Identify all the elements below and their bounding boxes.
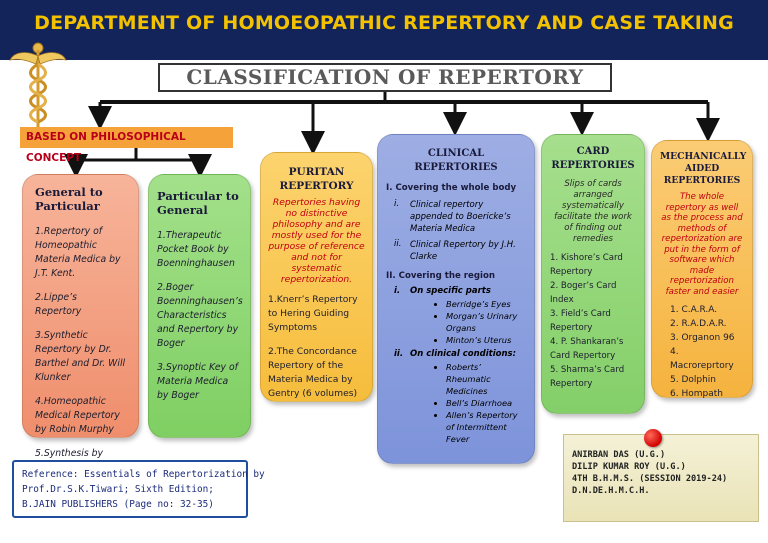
reference-line: Prof.Dr.S.K.Tiwari; Sixth Edition; xyxy=(22,484,214,495)
list-item: 1.Knerr’s Repertory to Hering Guiding Sy… xyxy=(268,294,358,333)
list-item: 1. Kishore’s Card Repertory xyxy=(550,253,623,277)
mechanical-description: The whole repertory as well as the proce… xyxy=(661,192,743,297)
list-item: Minton’s Uterus xyxy=(446,334,526,346)
list-item: 3. Field’s Card Repertory xyxy=(550,309,611,333)
clinical-title: CLINICAL REPERTORIES xyxy=(414,148,498,173)
list-item: 4. Macroreprtory xyxy=(670,347,734,371)
pushpin-icon xyxy=(644,429,662,447)
mechanically-aided-box: MECHANICALLY AIDED REPERTORIES The whole… xyxy=(651,140,753,399)
list-item: 2.Boger Boenninghausen’s Characteristics… xyxy=(157,282,243,349)
list-item: 5. Sharma’s Card Repertory xyxy=(550,365,625,389)
list-item: 1.Repertory of Homeopathic Materia Medic… xyxy=(35,226,121,279)
list-item: 3.Synoptic Key of Materia Medica by Boge… xyxy=(157,362,238,401)
philosophical-concept-label: BASED ON PHILOSOPHICAL CONCEPT xyxy=(20,127,233,164)
puritan-title: PURITAN REPERTORY xyxy=(279,166,354,192)
particular-to-general-box: Particular to General 1.Therapeutic Pock… xyxy=(148,174,251,438)
puritan-repertory-box: PURITAN REPERTORY Repertories having no … xyxy=(260,152,373,402)
clinical-section-heading: II. Covering the region xyxy=(386,271,495,281)
list-item: 3.Synthetic Repertory by Dr. Barthel and… xyxy=(35,330,126,383)
author-line: DILIP KUMAR ROY (U.G.) xyxy=(572,462,686,472)
clinical-section-heading: I. Covering the whole body xyxy=(386,183,517,193)
authors-note: ANIRBAN DAS (U.G.) DILIP KUMAR ROY (U.G.… xyxy=(563,434,759,522)
item-number: i. xyxy=(394,286,401,296)
clinical-repertories-box: CLINICAL REPERTORIES I. Covering the who… xyxy=(377,134,535,464)
general-to-particular-title: General to Particular xyxy=(35,185,103,213)
author-line: ANIRBAN DAS (U.G.) xyxy=(572,450,666,460)
sub-heading: i. On specific parts xyxy=(386,286,526,296)
list-item: 5. Dolphin xyxy=(670,375,717,385)
item-text: Clinical Repertory by J.H. Clarke xyxy=(410,240,516,262)
list-item: Morgan’s Urinary Organs xyxy=(446,310,526,334)
list-item: 2. R.A.D.A.R. xyxy=(670,319,727,329)
puritan-description: Repertories having no distinctive philos… xyxy=(268,197,365,285)
list-item: 6. Hompath xyxy=(670,389,723,399)
list-item: 2.Lippe’s Repertory xyxy=(35,292,82,317)
list-item: 1. C.A.R.A. xyxy=(670,305,718,315)
list-item: Bell’s Diarrhoea xyxy=(446,397,526,409)
list-item: 2. Boger’s Card Index xyxy=(550,281,617,305)
list-item: 2.The Concordance Repertory of the Mater… xyxy=(268,346,358,399)
general-to-particular-box: General to Particular 1.Repertory of Hom… xyxy=(22,174,139,473)
author-line: D.N.DE.H.M.C.H. xyxy=(572,486,650,496)
main-title: CLASSIFICATION OF REPERTORY xyxy=(158,63,612,92)
list-item: 4. P. Shankaran’s Card Repertory xyxy=(550,337,624,361)
mechanical-title: MECHANICALLY AIDED REPERTORIES xyxy=(660,151,747,186)
sub-heading: ii. On clinical conditions: xyxy=(386,349,526,359)
list-item: i. Clinical repertory appended to Boeric… xyxy=(386,199,526,235)
particular-to-general-title: Particular to General xyxy=(157,189,239,217)
list-item: 3. Organon 96 xyxy=(670,333,735,343)
list-item: Roberts’ Rheumatic Medicines xyxy=(446,361,526,397)
item-text: On specific parts xyxy=(410,286,491,296)
list-item: 1.Therapeutic Pocket Book by Boenninghau… xyxy=(157,230,235,269)
list-item: Allen’s Repertory of Intermittent Fever xyxy=(446,409,526,445)
reference-box: Reference: Essentials of Repertorization… xyxy=(12,460,265,518)
item-text: Clinical repertory appended to Boericke’… xyxy=(410,200,511,234)
item-number: i. xyxy=(394,199,400,209)
list-item: ii. Clinical Repertory by J.H. Clarke xyxy=(386,239,526,263)
item-text: On clinical conditions: xyxy=(410,349,516,359)
department-title: DEPARTMENT OF HOMOEOPATHIC REPERTORY AND… xyxy=(34,12,734,34)
item-number: ii. xyxy=(394,239,402,249)
card-repertories-box: CARD REPERTORIES Slips of cards arranged… xyxy=(541,134,645,414)
reference-line: B.JAIN PUBLISHERS (Page no: 32-35) xyxy=(22,499,214,510)
item-number: ii. xyxy=(394,349,404,359)
card-description: Slips of cards arranged systematically f… xyxy=(554,179,632,244)
list-item: 4.Homeopathic Medical Repertory by Robin… xyxy=(35,396,120,435)
caduceus-icon xyxy=(9,42,67,130)
card-title: CARD REPERTORIES xyxy=(551,146,635,171)
reference-line: Reference: Essentials of Repertorization… xyxy=(22,469,265,480)
header-banner: DEPARTMENT OF HOMOEOPATHIC REPERTORY AND… xyxy=(0,0,768,60)
list-item: Berridge’s Eyes xyxy=(446,298,526,310)
author-line: 4TH B.H.M.S. (SESSION 2019-24) xyxy=(572,474,728,484)
